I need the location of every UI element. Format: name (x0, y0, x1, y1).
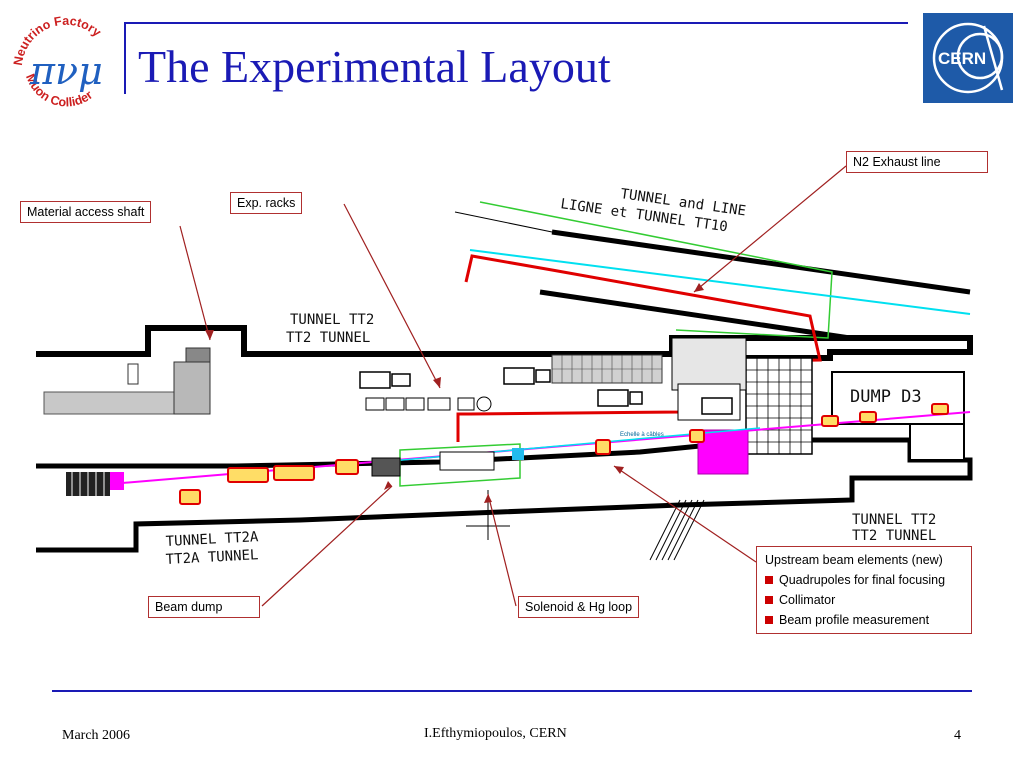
grid-lines-center (552, 355, 662, 383)
label-tt2a-b: TT2A TUNNEL (165, 547, 258, 568)
upstream-list: Quadrupoles for final focusing Collimato… (765, 570, 963, 630)
neutrino-factory-logo: Neutrino Factory Muon Collider πνμ (11, 14, 104, 110)
page-number: 4 (954, 728, 961, 743)
footer-author: I.Efthymiopoulos, CERN (424, 726, 567, 741)
diagonal-shaft (649, 499, 705, 561)
cern-logo-text: CERN (938, 49, 986, 68)
label-tt2-right-b: TT2 TUNNEL (852, 528, 936, 544)
title-left-rule (124, 22, 126, 94)
dump-label: DUMP D3 (850, 387, 922, 407)
upstream-item-collimator: Collimator (765, 590, 963, 610)
magenta-dump (697, 429, 749, 475)
label-tt2-right-a: TUNNEL TT2 (852, 512, 936, 528)
footer-date: March 2006 (62, 728, 131, 743)
upstream-item-beam-profile: Beam profile measurement (765, 610, 963, 630)
callout-n2-exhaust-line: N2 Exhaust line (846, 151, 988, 173)
tt10-green-outline (479, 201, 833, 339)
cern-logo: CERN (923, 13, 1013, 103)
title-top-rule (124, 22, 908, 24)
label-echelle: Echelle à câbles (620, 432, 664, 438)
tt10-wall-lower (539, 289, 851, 341)
callout-pointers (179, 165, 847, 607)
cyan-line (469, 249, 971, 315)
logo-glyphs: πνμ (29, 49, 103, 93)
callout-exp-racks: Exp. racks (230, 192, 303, 214)
label-tunnel-tt2-b: TT2 TUNNEL (286, 330, 370, 346)
tt10-wall-upper (551, 229, 971, 295)
callout-upstream-beam-elements: Upstream beam elements (new) Quadrupoles… (756, 546, 972, 634)
beam-magnets (179, 403, 949, 505)
vehicles (359, 367, 733, 415)
exp-racks (365, 396, 492, 412)
label-tt2a-a: TUNNEL TT2A (165, 529, 259, 550)
upstream-header: Upstream beam elements (new) (765, 553, 943, 567)
footer-rule (52, 690, 972, 692)
callout-material-access-shaft: Material access shaft (20, 201, 152, 223)
label-tunnel-tt2-a: TUNNEL TT2 (290, 312, 374, 328)
upstream-item-quadrupoles: Quadrupoles for final focusing (765, 570, 963, 590)
tunnel-wall-bottom (36, 437, 973, 553)
callout-beam-dump: Beam dump (148, 596, 260, 618)
slide-title: The Experimental Layout (138, 41, 611, 92)
callout-solenoid-hg-loop: Solenoid & Hg loop (518, 596, 640, 618)
